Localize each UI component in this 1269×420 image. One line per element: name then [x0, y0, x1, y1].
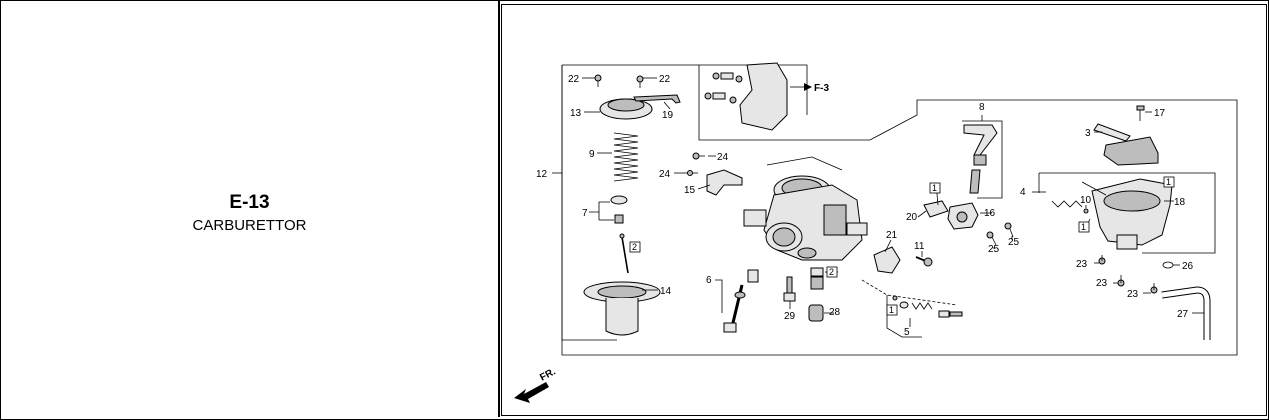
- callout-16: 16: [984, 208, 996, 219]
- bracket-part-15: [706, 169, 743, 196]
- left-group-outline: [561, 65, 617, 341]
- idle-screw-part-5: [892, 295, 963, 318]
- callout-19: 19: [662, 110, 674, 121]
- float-bowl-part-4: [1091, 178, 1173, 250]
- box-ref-1a-label: 1: [932, 183, 937, 193]
- o-ring-part-26: [1162, 261, 1174, 269]
- front-label: FR.: [538, 366, 558, 383]
- air-cover-part: [739, 62, 788, 131]
- screw-part-22b: [636, 75, 644, 88]
- callout-17: 17: [1154, 108, 1166, 119]
- callout-14: 14: [660, 286, 672, 297]
- callout-24b: 24: [659, 169, 671, 180]
- carburettor-body: [743, 156, 868, 261]
- screw-part-11: [915, 256, 933, 267]
- callout-22a: 22: [568, 74, 580, 85]
- callout-15: 15: [684, 185, 696, 196]
- diaphragm-piston-part-14: [583, 281, 661, 336]
- throttle-part-16: [947, 202, 979, 230]
- screw-part-25b: [1004, 222, 1014, 238]
- callout-18: 18: [1174, 197, 1186, 208]
- jet-part-6: [723, 269, 759, 333]
- section-code: E-13: [229, 192, 270, 213]
- box-ref-1c: [1163, 176, 1175, 188]
- washer-part-20: [923, 200, 949, 218]
- screw-part-23c: [1150, 283, 1158, 294]
- hose-bracket-8: [962, 120, 1003, 199]
- jet-needle-part: [619, 233, 629, 274]
- callout-23b: 23: [1096, 278, 1108, 289]
- jet-part-2: [810, 267, 824, 290]
- callout-23a: 23: [1076, 259, 1088, 270]
- callout-4: 4: [1020, 187, 1026, 198]
- callout-20: 20: [906, 212, 918, 223]
- callout-25a: 25: [1008, 237, 1020, 248]
- callout-6: 6: [706, 275, 712, 286]
- box-ref-1b: [886, 304, 898, 316]
- needle-retainer-part-7: [610, 195, 628, 224]
- box-ref-2b-label: 2: [829, 267, 834, 277]
- callout-21: 21: [886, 230, 898, 241]
- screw-part-24b: [687, 170, 698, 176]
- screw-part-25a: [986, 231, 997, 246]
- front-direction-arrow: [514, 382, 549, 403]
- reference-f3: F-3: [814, 83, 829, 94]
- box-ref-2a: [629, 241, 641, 253]
- callout-24a: 24: [717, 152, 729, 163]
- leader-lines: [552, 77, 1204, 327]
- screw-part-24a: [692, 152, 705, 160]
- callout-28: 28: [829, 307, 841, 318]
- screw-part-17: [1136, 105, 1145, 121]
- callout-5: 5: [904, 327, 910, 338]
- box-ref-1d: [1078, 221, 1090, 233]
- cap-part-21: [873, 246, 901, 274]
- callout-7: 7: [582, 208, 588, 219]
- screw-part-22a: [594, 74, 602, 87]
- float-bowl-group-outline: [1039, 172, 1216, 254]
- callout-3: 3: [1085, 128, 1091, 139]
- callout-27: 27: [1177, 309, 1189, 320]
- box-ref-1d-label: 1: [1081, 222, 1086, 232]
- callout-29: 29: [784, 311, 796, 322]
- jet-part-29: [783, 276, 796, 302]
- section-title: CARBURETTOR: [192, 217, 307, 234]
- callout-22b: 22: [659, 74, 671, 85]
- box-ref-2b: [826, 266, 838, 278]
- box-ref-2a-label: 2: [632, 242, 637, 252]
- carburettor-exploded-view: F-3: [514, 62, 1238, 403]
- callout-10: 10: [1080, 195, 1092, 206]
- callout-11: 11: [914, 241, 925, 252]
- callout-12: 12: [536, 169, 548, 180]
- box-ref-1b-label: 1: [889, 305, 894, 315]
- arrow-to-f3: [790, 83, 812, 91]
- bracket-part-19: [633, 94, 681, 104]
- callout-13: 13: [570, 108, 582, 119]
- screw-part-23b: [1117, 275, 1125, 287]
- callout-8: 8: [979, 102, 985, 113]
- bolt-set-f3: [704, 72, 743, 104]
- callout-23c: 23: [1127, 289, 1139, 300]
- box-ref-1a: [929, 182, 941, 194]
- callout-26: 26: [1182, 261, 1194, 272]
- plate-part-3: [1093, 123, 1159, 166]
- top-cover-part-13: [599, 98, 653, 120]
- assembly-outline: [561, 64, 1238, 356]
- screw-part-23a: [1098, 255, 1106, 265]
- float-valve-part-28: [808, 304, 824, 322]
- section-info-panel: E-13 CARBURETTOR: [1, 1, 500, 417]
- drain-screw-part-10: [1051, 200, 1089, 214]
- drain-hose-part-27: [1161, 286, 1211, 340]
- callout-25b: 25: [988, 244, 1000, 255]
- box-ref-1c-label: 1: [1166, 177, 1171, 187]
- exploded-diagram-panel: F-3: [501, 4, 1267, 416]
- callout-9: 9: [589, 149, 595, 160]
- spring-part-9: [613, 132, 639, 182]
- cover-group-outline: [699, 64, 808, 115]
